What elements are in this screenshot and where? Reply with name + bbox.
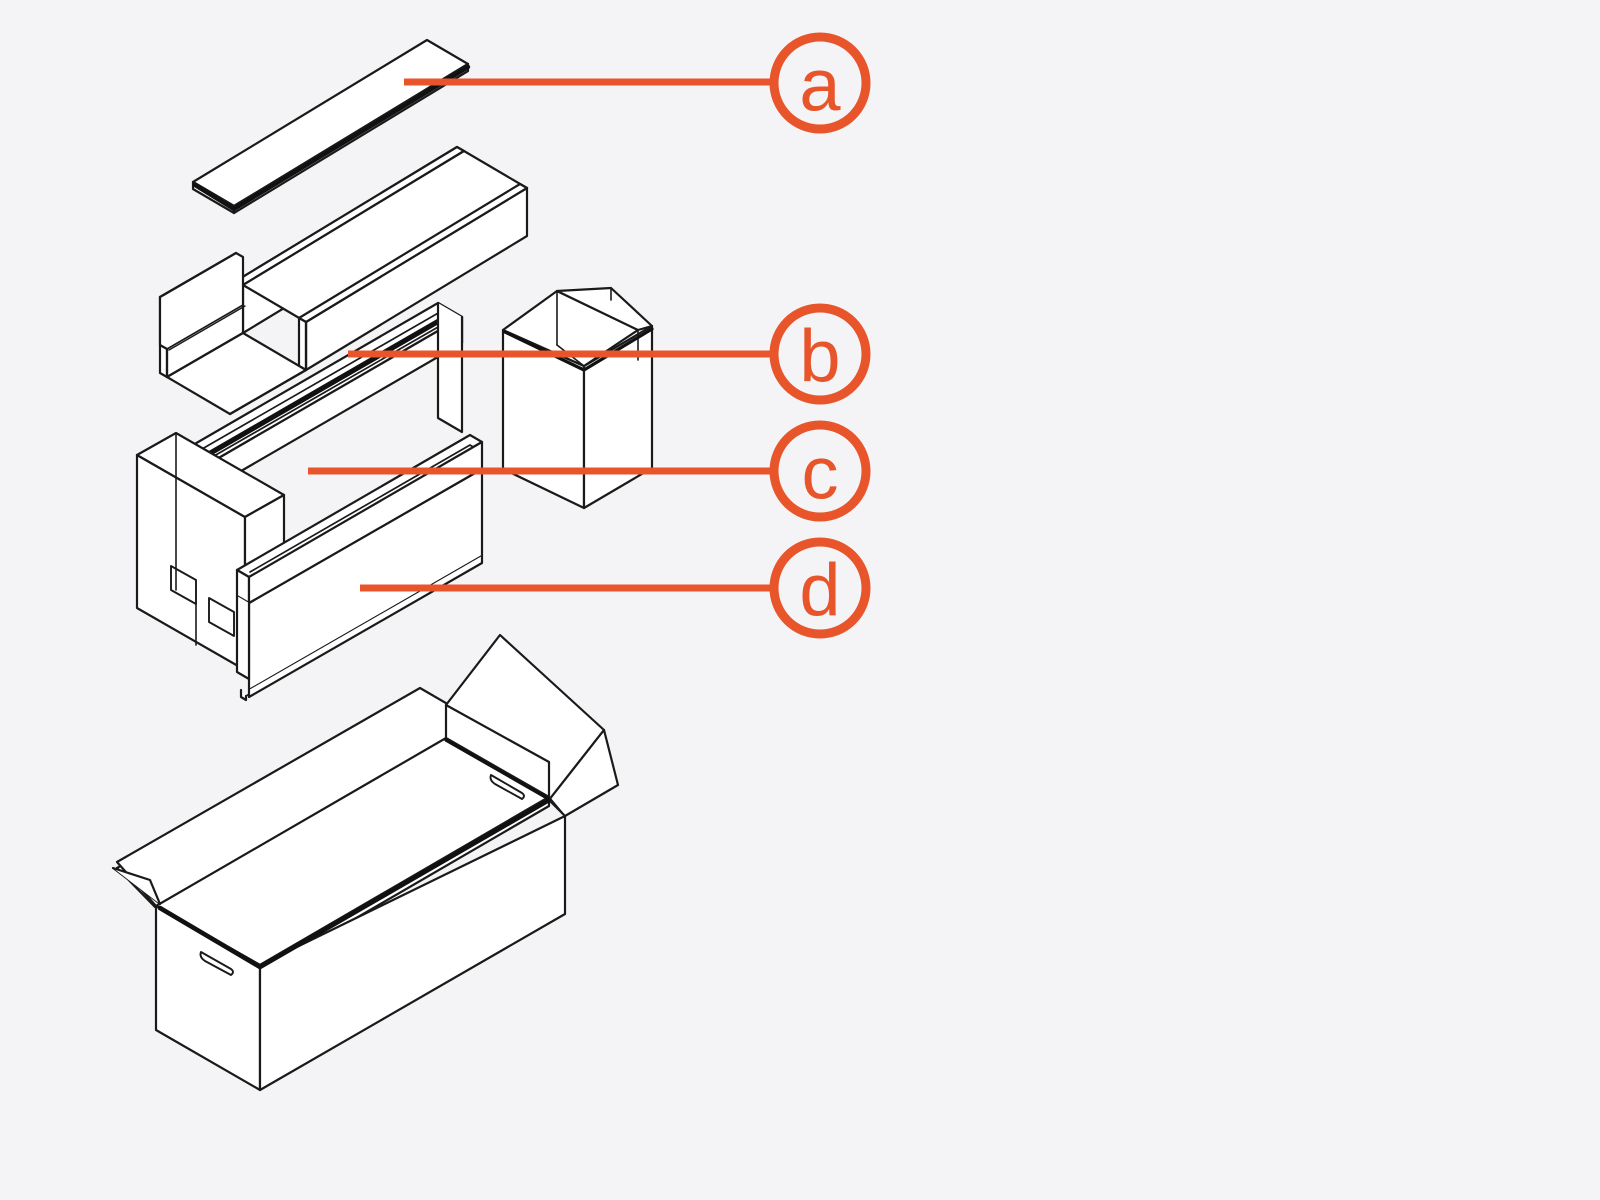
callout-circle-a[interactable] [769,32,871,134]
packaging-parts-group [111,38,654,1092]
callout-label-b: b [799,315,840,398]
protective-top-pad [191,38,471,215]
callout-label-d: d [799,549,840,632]
shipping-carton [111,633,620,1092]
callout-circle-d[interactable] [769,537,871,639]
callout-group: a bcd [308,32,871,639]
callout-label-c: c [802,432,839,515]
callout-circle-c[interactable] [769,420,871,522]
callout-c[interactable]: c [308,420,871,522]
accessory-box [501,286,654,510]
channel-tray [158,145,529,416]
callout-d[interactable]: d [360,537,871,639]
callout-label-a: a [799,44,841,127]
callout-circle-b[interactable] [769,303,871,405]
callout-a[interactable]: a [404,32,871,134]
callout-b[interactable]: b [348,303,871,405]
